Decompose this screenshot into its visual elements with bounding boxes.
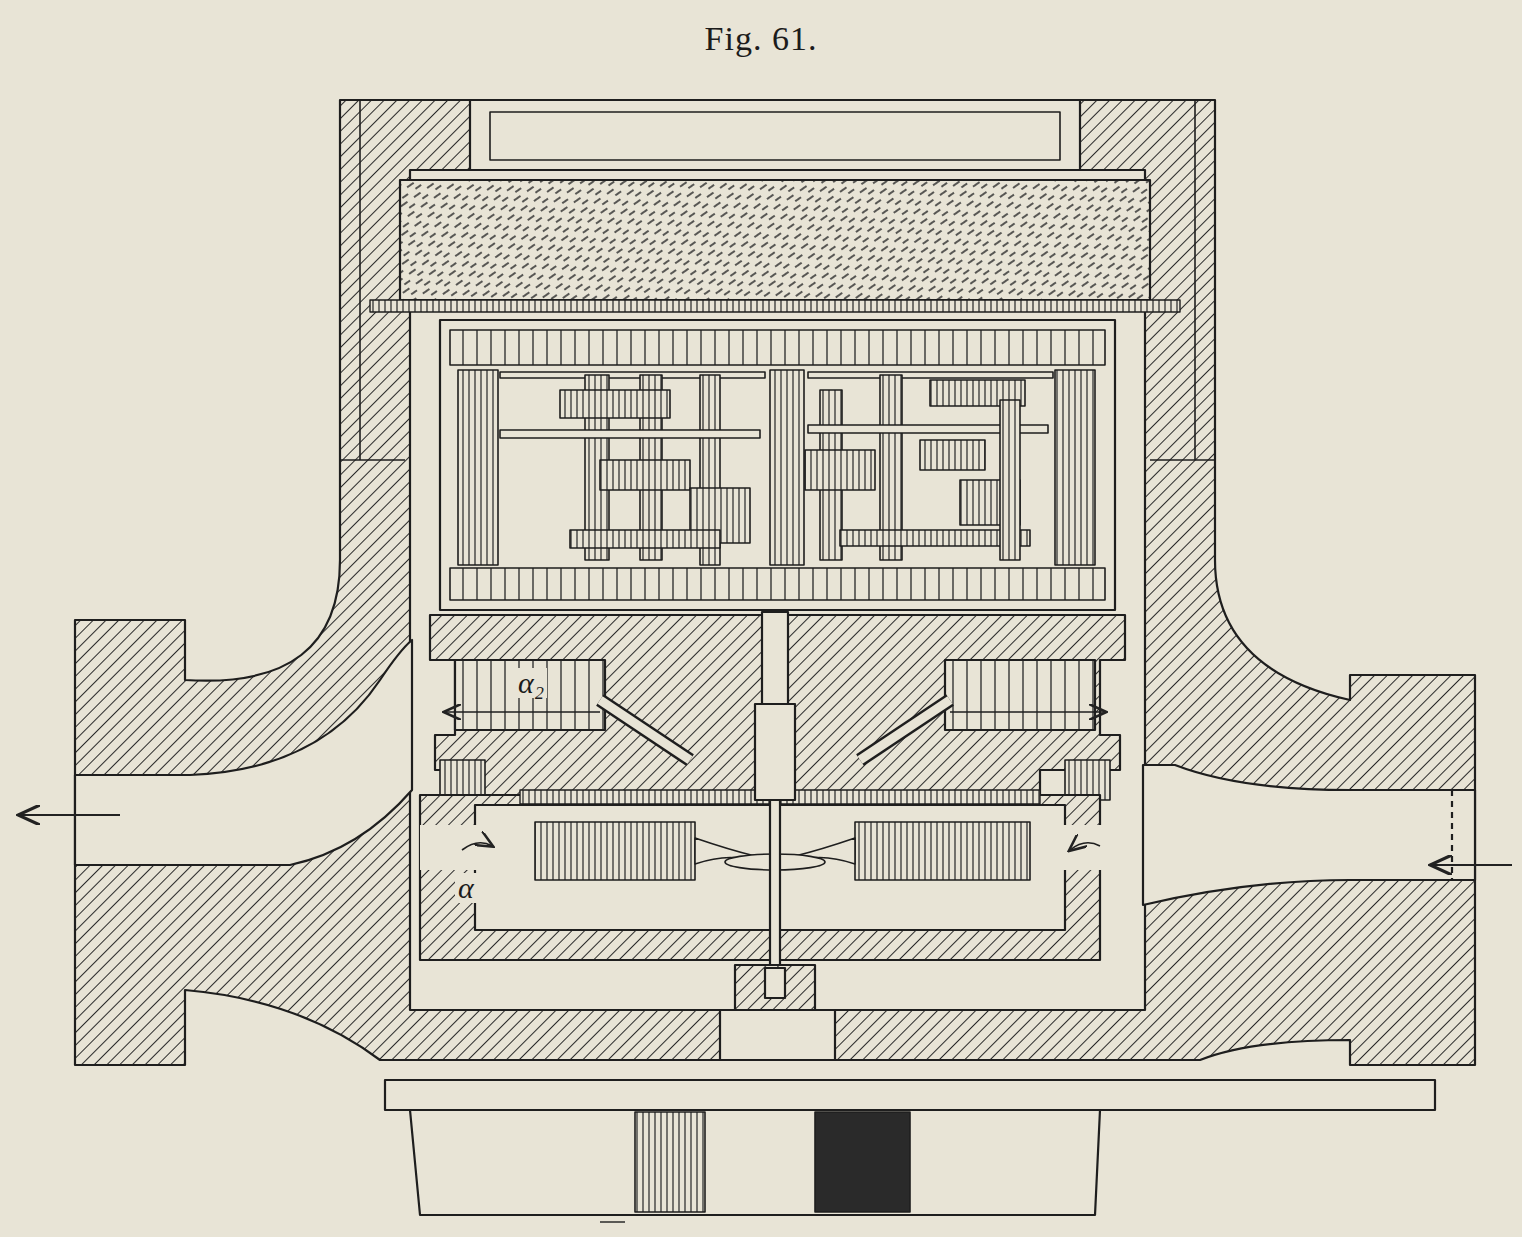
spindle	[762, 612, 788, 704]
strainer	[1451, 790, 1453, 880]
passage-slot	[455, 660, 605, 730]
flow-arrow	[1432, 864, 1512, 866]
casing	[75, 100, 1475, 1065]
figure-title: Fig. 61.	[705, 22, 818, 56]
bearing	[735, 965, 815, 1010]
gear-train	[458, 370, 1095, 565]
passage-slot	[945, 660, 1095, 730]
inlet-passage	[1143, 765, 1475, 905]
lid-opening	[470, 100, 1080, 170]
measuring-chamber	[420, 795, 1100, 960]
turbine-wheel	[535, 822, 1030, 880]
part-label: α₂	[515, 668, 547, 698]
foot	[410, 1110, 1100, 1215]
part-label: α	[455, 873, 477, 903]
base-plate	[385, 1080, 1435, 1110]
flow-arrow	[20, 814, 120, 816]
outlet-passage	[75, 640, 412, 865]
glass-plate	[400, 180, 1150, 300]
counter-frame	[440, 320, 1115, 610]
